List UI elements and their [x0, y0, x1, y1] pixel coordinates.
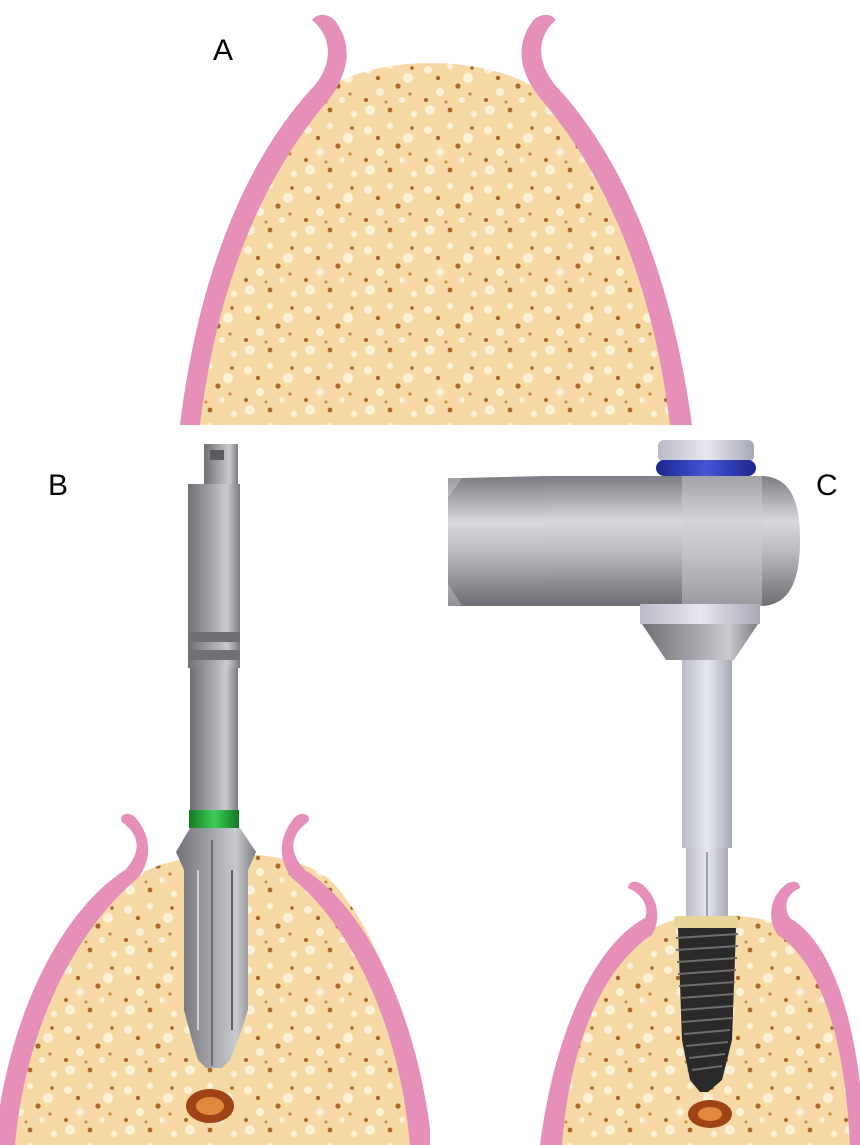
panel-label-c: C: [816, 469, 838, 502]
implant-collar: [674, 916, 738, 928]
contra-angle-handpiece: [448, 440, 800, 916]
bone-ridge-a: [185, 63, 680, 425]
surgical-drill: [176, 444, 256, 1068]
panel-label-a: A: [213, 34, 233, 67]
nerve-canal-core-b: [196, 1097, 224, 1115]
driver-shaft: [682, 660, 732, 848]
nerve-canal-core-c: [698, 1107, 722, 1121]
handpiece-head-cone: [642, 624, 758, 660]
handpiece-cap: [658, 440, 754, 462]
panel-a: [180, 15, 692, 425]
drill-neck: [190, 668, 238, 810]
handpiece-blue-ring: [656, 460, 756, 476]
panel-label-b: B: [48, 469, 68, 502]
drill-shank: [188, 484, 240, 632]
handpiece-head-collar: [640, 604, 760, 624]
drill-marker-band: [189, 810, 239, 828]
